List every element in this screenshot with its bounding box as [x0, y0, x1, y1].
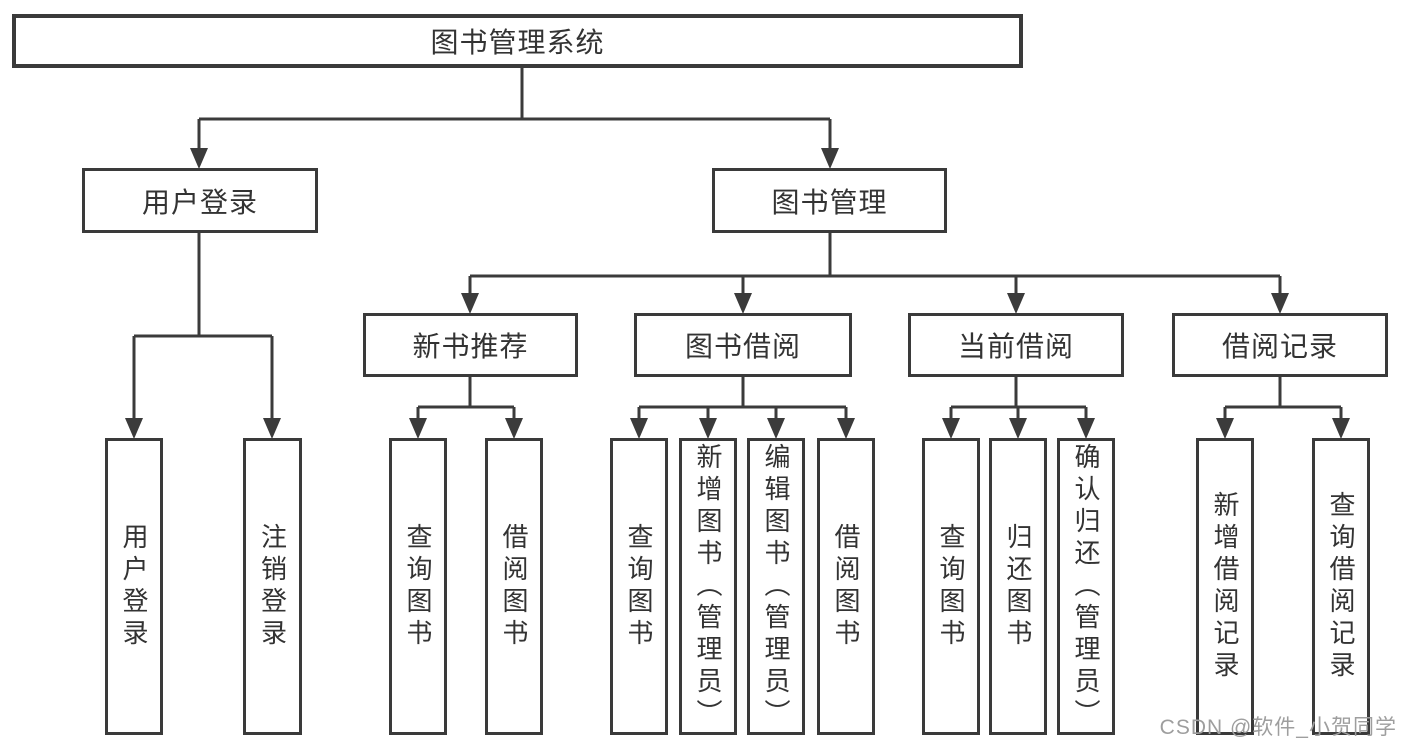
- node-leaf-edit-book-admin: 编辑图书（管理员）: [747, 438, 805, 735]
- node-borrowing-records: 借阅记录: [1172, 313, 1388, 377]
- node-leaf-add-book-admin: 新增图书（管理员）: [679, 438, 737, 735]
- node-root-label: 图书管理系统: [430, 27, 605, 58]
- node-book-borrowing: 图书借阅: [634, 313, 852, 377]
- node-leaf-query-borrow-record-label: 查询借阅记录: [1326, 490, 1356, 683]
- node-leaf-borrow-books-1-label: 借阅图书: [499, 522, 529, 651]
- node-leaf-logout: 注销登录: [243, 438, 302, 735]
- node-borrowing-records-label: 借阅记录: [1221, 331, 1338, 362]
- node-leaf-query-borrow-record: 查询借阅记录: [1312, 438, 1370, 735]
- node-current-borrowing-label: 当前借阅: [957, 331, 1074, 362]
- node-leaf-borrow-books-2: 借阅图书: [817, 438, 875, 735]
- node-new-book-recommendation: 新书推荐: [363, 313, 578, 377]
- node-leaf-borrow-books-1: 借阅图书: [485, 438, 543, 735]
- node-leaf-add-book-admin-label: 新增图书（管理员）: [693, 442, 723, 731]
- node-leaf-query-books-1: 查询图书: [389, 438, 447, 735]
- node-book-management-label: 图书管理: [771, 186, 888, 218]
- node-leaf-return-book-label: 归还图书: [1003, 522, 1033, 651]
- node-book-borrowing-label: 图书借阅: [684, 331, 801, 362]
- node-user-login-label: 用户登录: [141, 186, 258, 218]
- node-leaf-query-books-3: 查询图书: [922, 438, 980, 735]
- node-leaf-query-books-2: 查询图书: [610, 438, 668, 735]
- node-current-borrowing: 当前借阅: [908, 313, 1124, 377]
- node-user-login: 用户登录: [82, 168, 318, 233]
- node-book-management: 图书管理: [712, 168, 947, 233]
- node-leaf-query-books-3-label: 查询图书: [936, 522, 966, 651]
- node-leaf-user-login: 用户登录: [105, 438, 163, 735]
- node-leaf-return-book: 归还图书: [989, 438, 1047, 735]
- node-leaf-confirm-return-admin-label: 确认归还（管理员）: [1071, 442, 1101, 731]
- csdn-watermark: CSDN @软件_小贺同学: [1159, 716, 1397, 739]
- node-leaf-user-login-label: 用户登录: [119, 522, 149, 651]
- node-leaf-logout-label: 注销登录: [257, 522, 288, 651]
- node-leaf-confirm-return-admin: 确认归还（管理员）: [1057, 438, 1115, 735]
- node-root-library-system: 图书管理系统: [12, 14, 1023, 68]
- node-leaf-add-borrow-record: 新增借阅记录: [1196, 438, 1254, 735]
- node-leaf-query-books-2-label: 查询图书: [624, 522, 654, 651]
- node-leaf-borrow-books-2-label: 借阅图书: [831, 522, 861, 651]
- node-leaf-add-borrow-record-label: 新增借阅记录: [1210, 490, 1240, 683]
- node-leaf-edit-book-admin-label: 编辑图书（管理员）: [761, 442, 791, 731]
- node-leaf-query-books-1-label: 查询图书: [403, 522, 433, 651]
- node-new-book-recommendation-label: 新书推荐: [412, 331, 529, 362]
